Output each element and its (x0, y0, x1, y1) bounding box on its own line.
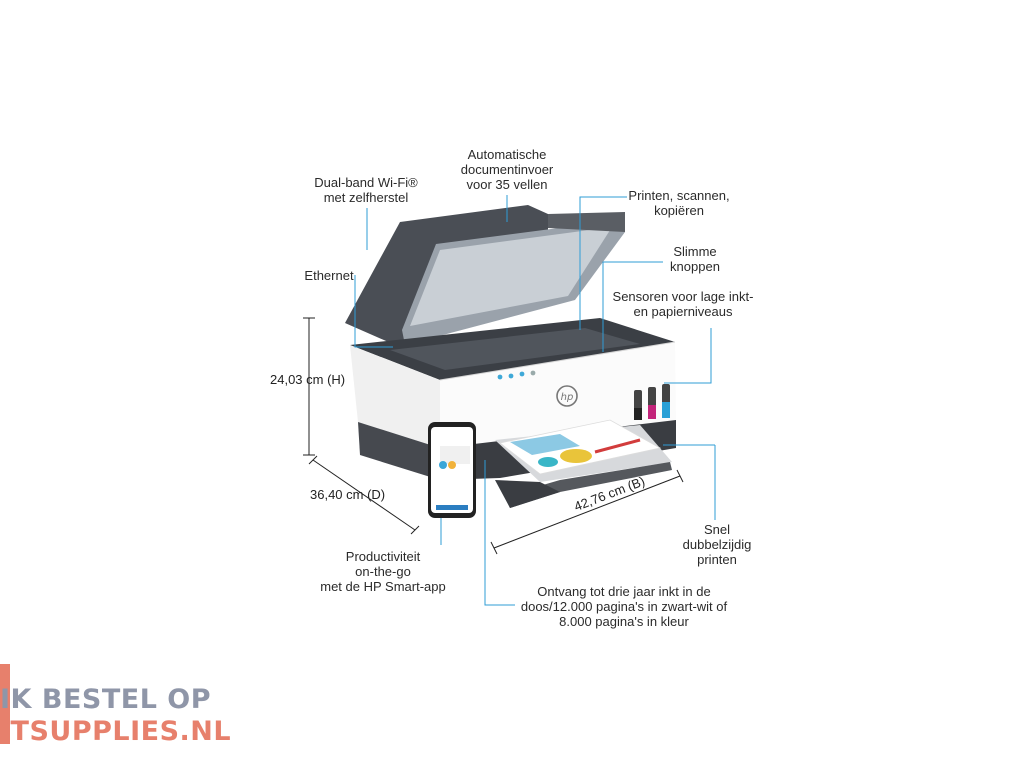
svg-text:hp: hp (561, 392, 574, 403)
callout-sensors: Sensoren voor lage inkt- en papierniveau… (612, 289, 754, 319)
callout-print-scan-copy: Printen, scannen, kopiëren (628, 188, 730, 218)
hp-logo-icon: hp (556, 385, 578, 407)
smart-buttons (497, 370, 536, 380)
dimension-lines (303, 317, 684, 555)
callout-ink: Ontvang tot drie jaar inkt in de doos/12… (520, 584, 728, 629)
callout-wifi: Dual-band Wi-Fi® met zelfherstel (314, 175, 418, 205)
callout-app: Productiviteit on-the-go met de HP Smart… (320, 549, 446, 594)
callout-ethernet: Ethernet (304, 268, 354, 283)
printed-page (499, 419, 662, 475)
ink-tanks (634, 384, 670, 420)
brand-logo: IK BESTEL OP ITSUPPLIES.NL (0, 664, 260, 768)
smartphone-icon (428, 422, 476, 518)
callout-lines (354, 195, 716, 606)
callout-smart-buttons: Slimme knoppen (670, 244, 720, 274)
lid-frame-right (548, 212, 625, 232)
callout-duplex: Snel dubbelzijdig printen (682, 522, 752, 567)
printer-body (350, 345, 440, 448)
callout-adf: Automatische documentinvoer voor 35 vell… (460, 147, 554, 192)
brand-bar (0, 664, 10, 744)
brand-line-1: IK BESTEL OP (0, 684, 212, 715)
printer-base (358, 422, 440, 480)
dimension-height: 24,03 cm (H) (270, 372, 346, 387)
brand-line-2: ITSUPPLIES.NL (0, 716, 232, 747)
dimension-depth: 36,40 cm (D) (310, 487, 386, 502)
